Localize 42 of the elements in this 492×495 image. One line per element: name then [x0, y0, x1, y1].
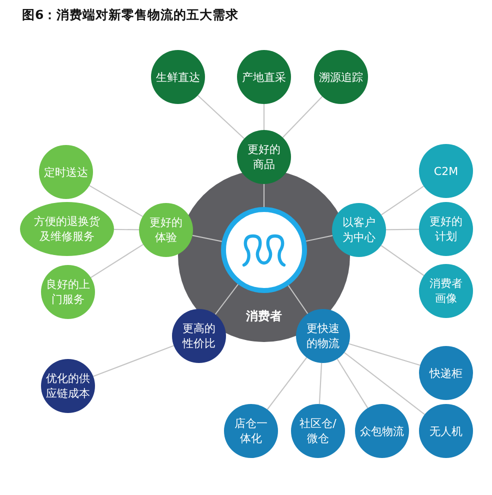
- topic-circle: 优化的供应链成本: [41, 359, 95, 413]
- connector-line: [288, 285, 308, 314]
- topic-circle: 定时送达: [39, 145, 93, 199]
- topic-circle: 众包物流: [355, 404, 409, 458]
- connector-line: [263, 184, 265, 207]
- connector-line: [306, 235, 333, 242]
- connector-line: [263, 104, 265, 130]
- connector-line: [318, 362, 322, 404]
- topic-circle: 店仓一体化: [224, 404, 278, 458]
- connector-line: [93, 345, 174, 377]
- connector-line: [336, 358, 368, 408]
- connector-line: [282, 96, 323, 138]
- center-label: 消费者: [246, 309, 282, 324]
- connector-line: [90, 244, 144, 278]
- topic-circle: 快递柜: [419, 346, 473, 400]
- connector-line: [197, 94, 245, 140]
- title: 图6：消费端对新零售物流的五大需求: [22, 7, 239, 24]
- connector-line: [381, 186, 424, 216]
- topic-circle: C2M: [419, 144, 473, 198]
- topic-circle: 良好的上门服务: [41, 265, 95, 319]
- connector-line: [386, 228, 419, 230]
- topic-circle: 生鲜直达: [151, 50, 205, 104]
- topic-circle: 无人机: [419, 404, 473, 458]
- topic-circle: 消费者画像: [419, 264, 473, 318]
- topic-circle: 更好的体验: [139, 203, 193, 257]
- topic-circle: 社区仓/微仓: [291, 404, 345, 458]
- connector-line: [89, 185, 143, 217]
- topic-circle: 溯源追踪: [314, 50, 368, 104]
- connector-line: [348, 343, 420, 366]
- topic-ellipse: 方便的退换货及维修服务: [20, 202, 114, 256]
- connector-line: [192, 234, 222, 242]
- topic-circle: 更快速的物流: [296, 309, 350, 363]
- topic-circle: 更高的性价比: [172, 309, 226, 363]
- connector-line: [380, 245, 424, 276]
- connector-line: [214, 284, 239, 315]
- topic-circle: 更好的商品: [237, 130, 291, 184]
- connector-line: [266, 357, 308, 410]
- topic-circle: 更好的计划: [419, 202, 473, 256]
- topic-circle: 产地直采: [237, 50, 291, 104]
- connector-line: [344, 352, 425, 415]
- topic-circle: 以客户为中心: [332, 203, 386, 257]
- connector-line: [114, 228, 139, 230]
